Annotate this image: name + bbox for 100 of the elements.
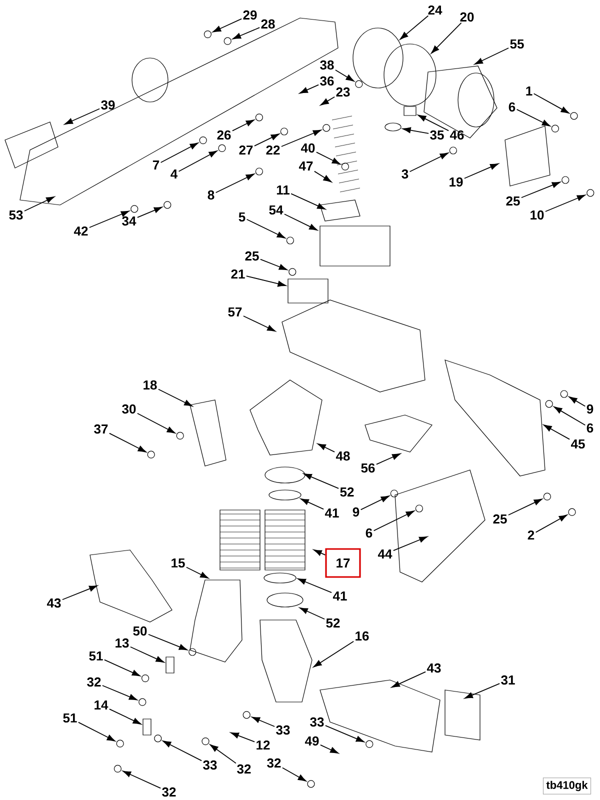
fastener-symbol xyxy=(366,740,374,748)
plate-symbol xyxy=(288,278,328,304)
leader-arrow xyxy=(317,443,336,452)
fastener-symbol xyxy=(551,124,559,132)
callout-number: 1 xyxy=(526,86,532,96)
leader-arrow xyxy=(392,671,426,688)
callout-number: 12 xyxy=(256,740,270,750)
fastener-symbol xyxy=(255,114,263,122)
fastener-symbol xyxy=(164,201,172,209)
callout-number: 54 xyxy=(269,205,284,215)
leader-arrow xyxy=(409,152,448,172)
callout-number: 42 xyxy=(74,226,88,236)
callout-number: 41 xyxy=(332,592,347,600)
fastener-symbol xyxy=(224,37,232,45)
leader-arrow xyxy=(314,170,332,182)
leader-arrow xyxy=(136,206,162,218)
fastener-symbol xyxy=(280,128,288,136)
callout-number: 14 xyxy=(94,700,108,710)
leader-arrow xyxy=(300,498,324,510)
leader-arrow xyxy=(464,163,498,179)
leader-arrow xyxy=(148,634,188,650)
callout-number: 51 xyxy=(89,651,103,661)
leader-arrow xyxy=(402,127,430,134)
callout-number: 53 xyxy=(9,210,23,220)
leader-arrow xyxy=(210,744,236,764)
leader-arrow xyxy=(360,496,390,510)
callout-number: 25 xyxy=(506,196,520,206)
leader-arrow xyxy=(464,683,500,699)
leader-arrow xyxy=(400,15,429,40)
callout-number: 44 xyxy=(378,550,392,558)
callout-number: 43 xyxy=(46,598,61,608)
leader-arrow xyxy=(282,767,306,782)
leader-arrow xyxy=(304,473,340,489)
fastener-symbol xyxy=(560,390,568,398)
callout-number: 47 xyxy=(298,162,313,170)
fastener-symbol xyxy=(586,189,594,197)
leader-arrow xyxy=(543,424,570,440)
callout-number: 25 xyxy=(245,251,259,261)
fastener-symbol xyxy=(415,504,423,512)
leader-arrow xyxy=(108,432,146,452)
leader-arrow xyxy=(178,150,218,172)
leader-arrow xyxy=(280,130,322,147)
callout-number: 50 xyxy=(133,626,147,636)
callout-number: 27 xyxy=(239,145,253,155)
fastener-symbol xyxy=(142,674,150,682)
clamp-ring xyxy=(352,28,404,88)
bracket-symbol xyxy=(166,656,174,674)
callout-number: 55 xyxy=(510,39,524,49)
leader-arrow xyxy=(24,196,55,212)
leader-arrow xyxy=(242,316,276,332)
leader-arrow xyxy=(232,120,254,132)
callout-number: 31 xyxy=(501,675,515,685)
callout-number: 32 xyxy=(87,677,101,687)
leader-arrow xyxy=(212,18,242,32)
seal-ring xyxy=(384,44,436,106)
callout-number: 28 xyxy=(261,19,275,29)
leader-arrow xyxy=(130,646,164,663)
leader-arrow xyxy=(313,640,354,668)
leader-arrow xyxy=(102,685,138,700)
leader-arrow xyxy=(246,276,286,287)
callout-number: 32 xyxy=(162,787,176,797)
leader-arrow xyxy=(108,708,142,724)
fastener-symbol xyxy=(570,112,578,120)
leader-arrow xyxy=(376,453,400,465)
leader-arrow xyxy=(316,152,340,164)
leader-arrow xyxy=(392,536,428,551)
leader-arrow xyxy=(284,214,318,231)
leader-arrow xyxy=(232,27,260,40)
highlighted-callout-number: 17 xyxy=(325,548,361,578)
leader-arrow xyxy=(299,607,326,620)
callout-number: 32 xyxy=(267,758,281,768)
fastener-symbol xyxy=(199,136,207,144)
leader-arrow xyxy=(62,585,98,600)
callout-number: 41 xyxy=(324,508,339,518)
leader-arrow xyxy=(298,578,332,593)
callout-number: 20 xyxy=(460,12,474,22)
callout-number: 43 xyxy=(426,663,441,673)
fastener-symbol xyxy=(114,764,122,772)
callout-number: 52 xyxy=(340,487,354,497)
callout-number: 8 xyxy=(208,190,214,200)
fastener-symbol xyxy=(341,162,349,170)
fastener-symbol xyxy=(218,144,226,152)
callout-number: 45 xyxy=(570,439,585,449)
leader-arrow xyxy=(158,388,193,406)
callout-number: 57 xyxy=(228,307,242,317)
fastener-symbol xyxy=(545,400,553,408)
leader-arrow xyxy=(520,182,560,198)
callout-number: 19 xyxy=(450,177,463,187)
callout-number: 25 xyxy=(493,514,507,524)
fastener-symbol xyxy=(202,738,210,746)
callout-number: 13 xyxy=(116,638,129,648)
seal-ring xyxy=(384,122,402,132)
callout-number: 33 xyxy=(276,725,290,735)
callout-number: 6 xyxy=(508,102,516,112)
callout-number: 34 xyxy=(122,216,136,226)
leader-arrow xyxy=(252,716,276,727)
leader-arrow xyxy=(230,732,256,742)
callout-number: 52 xyxy=(326,618,340,628)
callout-number: 40 xyxy=(300,143,315,153)
bracket-symbol xyxy=(142,718,152,736)
